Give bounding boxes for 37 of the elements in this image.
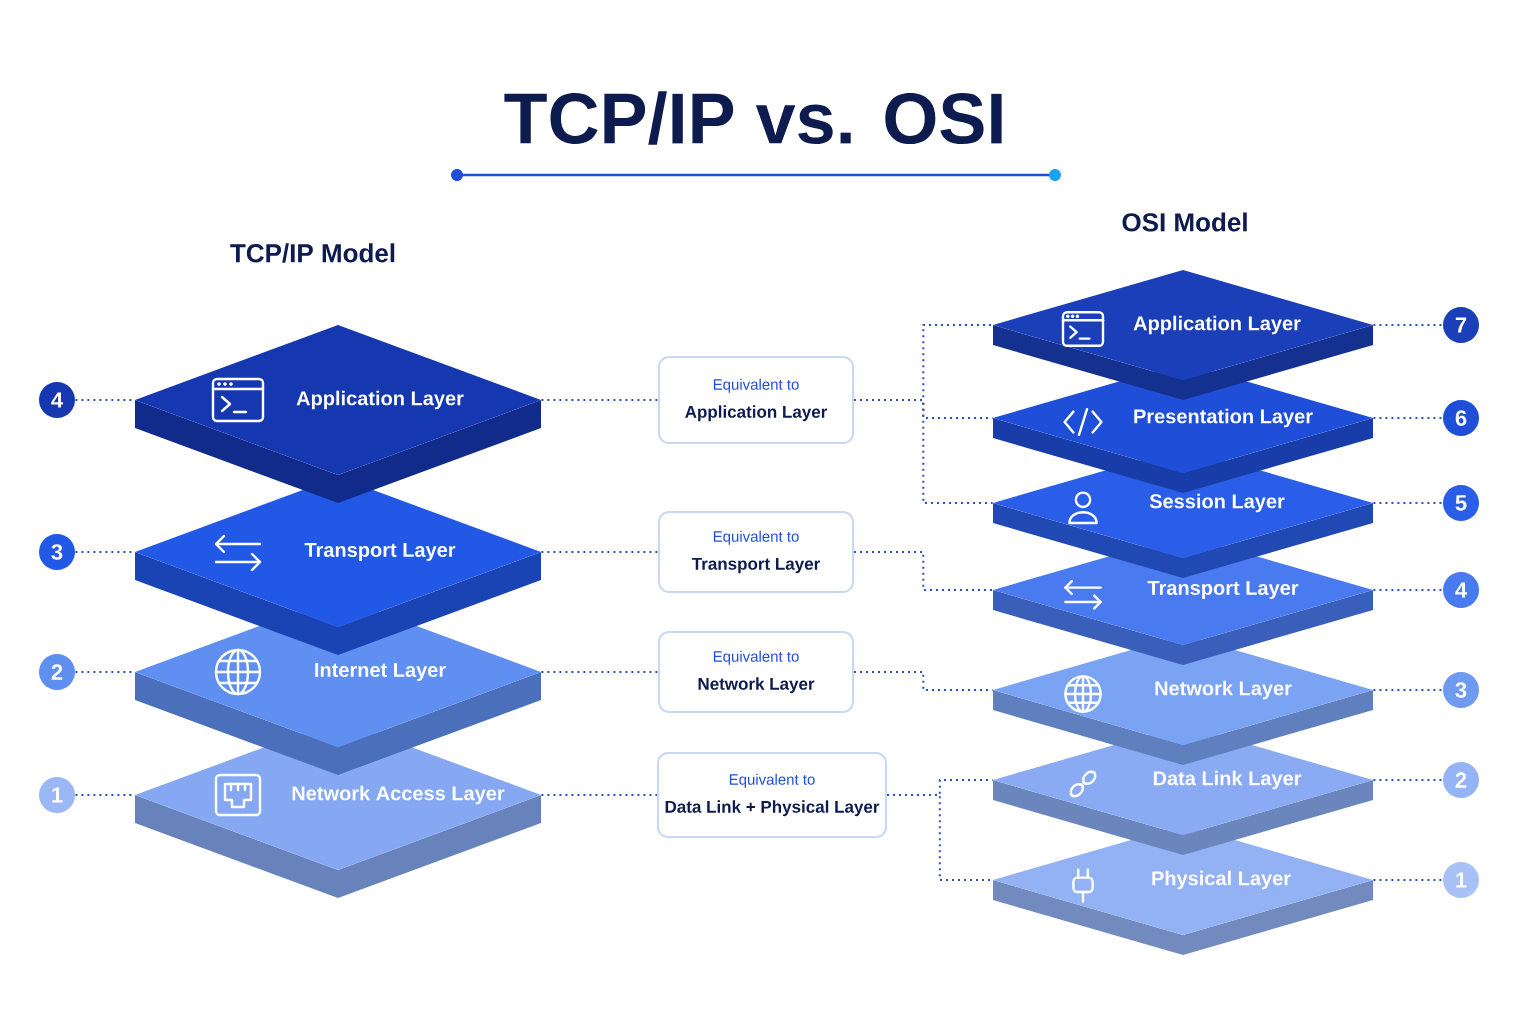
layer-slab: Transport Layer [135, 477, 541, 655]
number-badge: 3 [1443, 672, 1479, 708]
number-badge: 1 [1443, 862, 1479, 898]
number-badge: 7 [1443, 307, 1479, 343]
model-heading: TCP/IP Model [230, 243, 395, 263]
layer-slab: Network Layer [993, 635, 1373, 765]
equivalence-box: Equivalent to Data Link + Physical Layer [657, 752, 887, 838]
layer-slab: Application Layer [135, 325, 541, 503]
layer-slab: Physical Layer [993, 825, 1373, 955]
connector-line [540, 671, 659, 673]
number-badge: 1 [39, 777, 75, 813]
number-badge: 4 [39, 382, 75, 418]
connector-line [540, 794, 658, 796]
connector-line [853, 399, 994, 504]
number-badge: 2 [39, 654, 75, 690]
number-badge: 3 [39, 534, 75, 570]
connector-line [1372, 879, 1444, 881]
connector-line [540, 399, 659, 401]
connector-line [853, 551, 994, 591]
number-badge: 2 [1443, 762, 1479, 798]
connector-line [1372, 689, 1444, 691]
connector-line [1372, 779, 1444, 781]
model-heading: OSI Model [1122, 212, 1247, 232]
connector-line [1372, 324, 1444, 326]
connector-line [540, 551, 659, 553]
number-badge: 4 [1443, 572, 1479, 608]
connector-line [1372, 502, 1444, 504]
equivalence-box: Equivalent to Transport Layer [658, 511, 854, 593]
number-badge: 5 [1443, 485, 1479, 521]
connector-line [853, 671, 994, 691]
equivalence-box: Equivalent to Network Layer [658, 631, 854, 713]
connector-line [1372, 417, 1444, 419]
equivalence-box: Equivalent to Application Layer [658, 356, 854, 444]
number-badge: 6 [1443, 400, 1479, 436]
layer-slab: Application Layer [993, 270, 1373, 400]
title: TCP/IP vs. OSI [504, 91, 1002, 145]
connector-line [1372, 589, 1444, 591]
